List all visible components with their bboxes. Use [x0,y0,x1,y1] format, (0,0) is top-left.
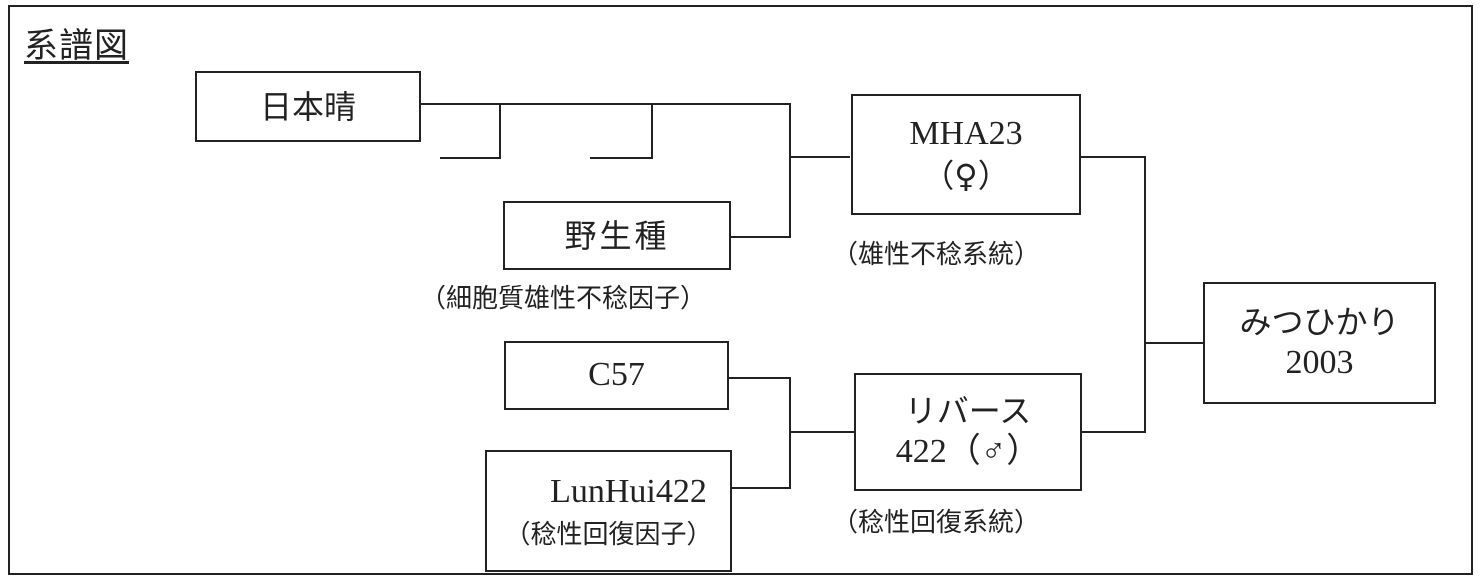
node-wild-species-label: 野生種 [564,216,670,255]
node-nipponbare: 日本晴 [195,71,421,142]
node-mitsuhikari-name: みつひかり [1239,302,1400,341]
node-mha23-note: （雄性不稔系統） [832,240,1041,270]
node-nipponbare-label: 日本晴 [259,87,356,126]
node-reverse422: リバース 422（♂） [854,373,1082,491]
node-wild-species-note: （細胞質雄性不稔因子） [420,284,707,314]
node-mha23: MHA23 （♀） [851,94,1081,215]
node-lunhui422-name: LunHui422 [550,472,707,510]
backcross-line-2 [590,104,653,159]
node-lunhui422-note: （稔性回復因子） [504,520,713,550]
backcross-line-1 [440,104,501,159]
node-mha23-name: MHA23 [909,115,1023,153]
node-reverse422-name: リバース [904,391,1032,430]
node-reverse422-sex: 422（♂） [895,432,1041,470]
node-lunhui422: LunHui422 （稔性回復因子） [485,450,732,572]
node-mitsuhikari2003: みつひかり 2003 [1203,282,1436,404]
node-c57-label: C57 [588,356,645,394]
node-wild-species: 野生種 [503,201,731,270]
c57-connector [728,377,791,489]
diagram-title: 系譜図 [24,26,129,66]
wild-species-connector [730,157,791,238]
backcross-line-main [420,103,850,158]
diagram-frame [8,5,1473,575]
node-c57: C57 [504,341,729,410]
node-mha23-sex: （♀） [922,156,1010,195]
node-mitsuhikari-year: 2003 [1285,343,1354,381]
mha23-to-mitsuhikari [1081,156,1146,433]
node-reverse422-note: （稔性回復系統） [832,508,1041,538]
